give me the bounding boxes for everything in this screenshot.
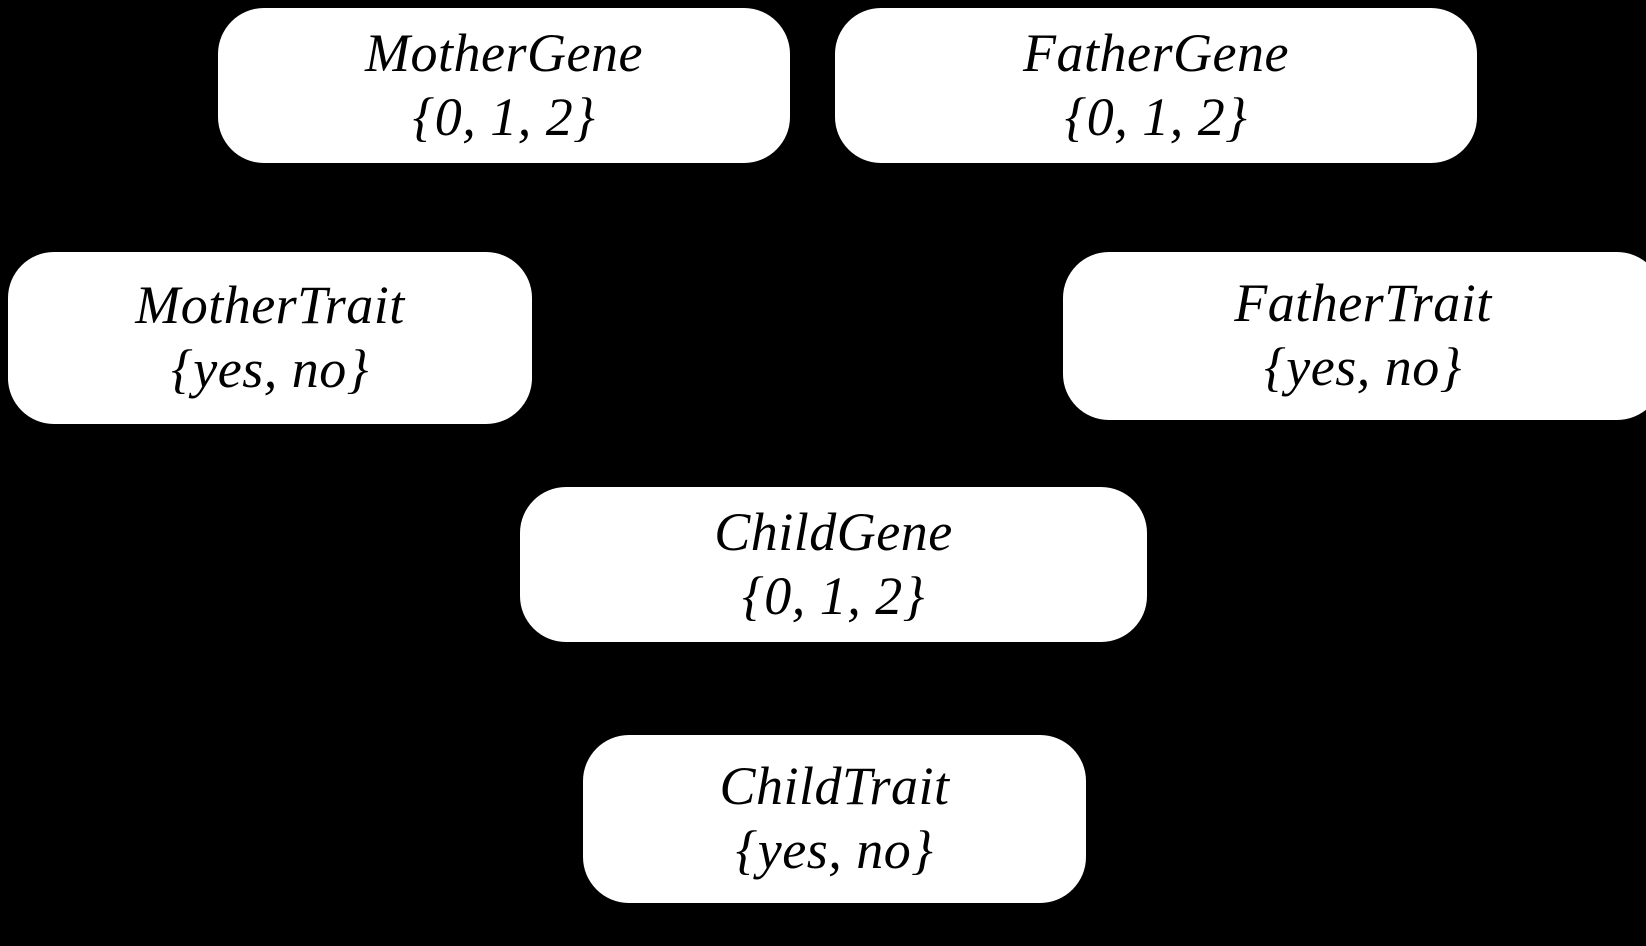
node-father-gene-title: FatherGene [1023,22,1289,83]
edge-father-gene-to-father-trait [1249,161,1364,254]
node-child-gene[interactable]: ChildGene {0, 1, 2} [520,487,1147,642]
node-father-trait-title: FatherTrait [1234,273,1492,334]
node-father-gene-domain: {0, 1, 2} [1064,86,1248,147]
node-father-trait[interactable]: FatherTrait {yes, no} [1063,252,1646,420]
node-child-gene-domain: {0, 1, 2} [742,565,925,626]
edge-father-gene-to-child-gene [928,162,1062,488]
node-mother-trait-title: MotherTrait [135,275,405,336]
node-mother-gene-domain: {0, 1, 2} [412,86,596,147]
edge-mother-gene-to-mother-trait [268,161,352,254]
node-child-trait-title: ChildTrait [719,756,950,817]
node-child-trait-domain: {yes, no} [735,820,934,880]
node-father-trait-domain: {yes, no} [1264,337,1462,397]
edge-mother-gene-to-child-gene [598,162,742,488]
node-mother-trait[interactable]: MotherTrait {yes, no} [8,252,532,424]
node-mother-gene[interactable]: MotherGene {0, 1, 2} [218,8,790,163]
node-mother-trait-domain: {yes, no} [171,339,369,399]
node-child-gene-title: ChildGene [714,501,953,562]
node-father-gene[interactable]: FatherGene {0, 1, 2} [835,8,1477,163]
node-child-trait[interactable]: ChildTrait {yes, no} [583,735,1086,903]
node-mother-gene-title: MotherGene [365,22,643,83]
